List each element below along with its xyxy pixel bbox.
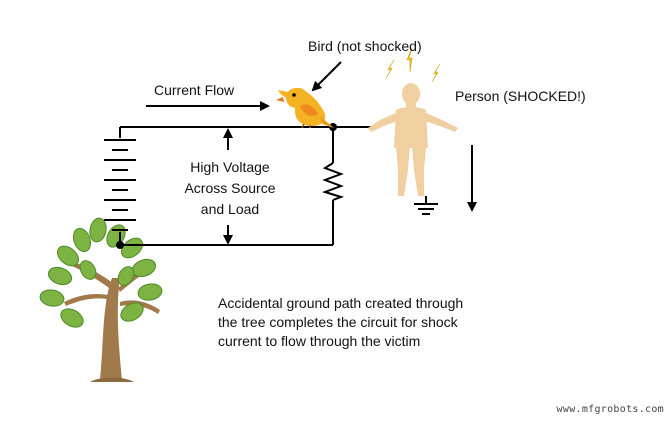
junction-dot-top bbox=[329, 123, 337, 131]
lightning-bolt-icon bbox=[385, 47, 441, 83]
high-voltage-line-3: and Load bbox=[200, 201, 260, 217]
caption: Accidental ground path created through t… bbox=[218, 294, 463, 351]
current-flow-label: Current Flow bbox=[154, 82, 235, 98]
caption-line-1: Accidental ground path created through bbox=[218, 295, 464, 311]
bird-pointer-arrow bbox=[311, 61, 342, 92]
person-label: Person (SHOCKED!) bbox=[455, 88, 586, 104]
bird-label: Bird (not shocked) bbox=[308, 38, 422, 54]
tree-icon bbox=[39, 217, 163, 382]
high-voltage-line-2: Across Source bbox=[184, 180, 276, 196]
high-voltage-line-1: High Voltage bbox=[190, 159, 270, 175]
junction-dot-bottom bbox=[116, 241, 124, 249]
battery-symbol bbox=[104, 139, 136, 231]
person-icon bbox=[368, 83, 458, 196]
high-voltage-label: High Voltage Across Source and Load bbox=[168, 157, 292, 220]
caption-line-3: current to flow through the victim bbox=[218, 333, 421, 349]
bird-icon bbox=[276, 87, 334, 129]
caption-line-2: the tree completes the circuit for shock bbox=[218, 314, 458, 330]
watermark: www.mfgrobots.com bbox=[556, 404, 664, 415]
ground-symbol bbox=[414, 196, 438, 215]
resistor-symbol bbox=[321, 162, 345, 201]
